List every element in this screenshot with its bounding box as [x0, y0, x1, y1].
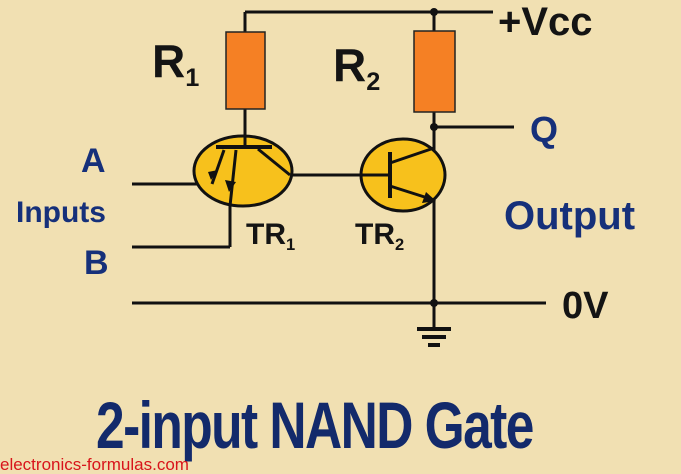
label-tr1-sub: 1	[286, 235, 296, 254]
label-output: Output	[504, 194, 636, 238]
label-r1-main: R	[152, 35, 186, 87]
label-tr2: TR2	[355, 218, 405, 254]
resistor-r2	[413, 30, 456, 113]
label-tr2-main: TR	[355, 218, 395, 251]
transistor-tr2	[359, 137, 447, 213]
label-input-a: A	[81, 142, 106, 180]
junction-vcc	[430, 8, 438, 16]
label-r1: R1	[152, 38, 199, 91]
label-tr2-sub: 2	[395, 235, 405, 254]
label-zero-v: 0V	[562, 285, 609, 327]
label-r1-sub: 1	[185, 63, 200, 92]
transistor-tr1	[192, 134, 294, 208]
diagram-title: 2-input NAND Gate	[96, 388, 534, 462]
label-tr1: TR1	[246, 218, 296, 254]
label-r2-main: R	[333, 39, 367, 91]
junction-q	[430, 123, 438, 131]
label-r2-sub: 2	[366, 67, 381, 96]
label-inputs: Inputs	[16, 196, 106, 229]
label-input-b: B	[84, 244, 109, 282]
label-vcc: +Vcc	[498, 0, 593, 44]
label-q: Q	[530, 109, 559, 150]
label-r2: R2	[333, 42, 380, 95]
junction-0v	[430, 299, 438, 307]
label-tr1-main: TR	[246, 218, 286, 251]
ground-icon	[417, 327, 451, 347]
resistor-r1	[225, 31, 266, 110]
watermark: electronics-formulas.com	[0, 455, 189, 474]
